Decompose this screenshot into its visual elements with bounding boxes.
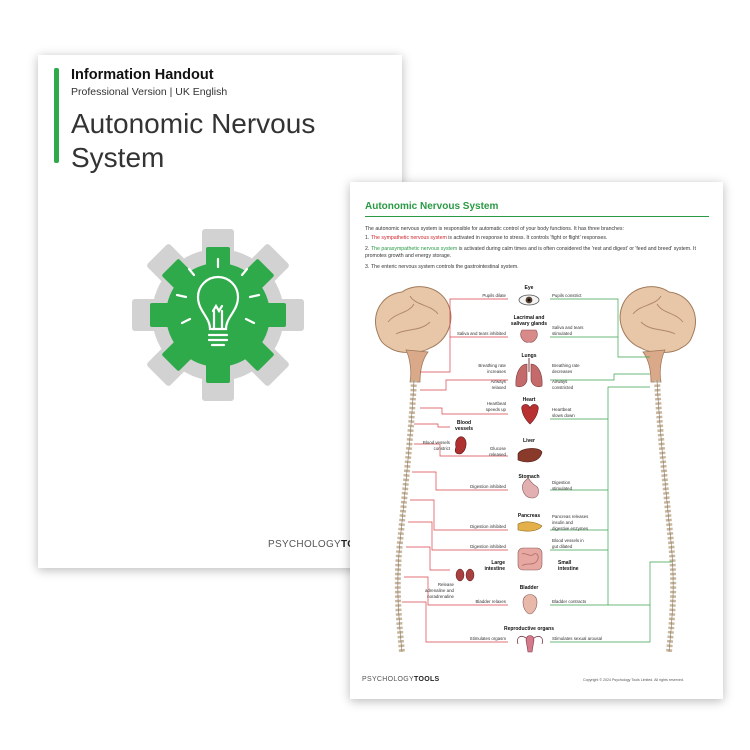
- effect-heartbeat-speeds: Heartbeat: [487, 401, 507, 406]
- organ-label-liver: Liver: [523, 438, 535, 444]
- lightbulb-gear-icon: [132, 229, 304, 401]
- organ-label-large-intestine: Large: [491, 560, 505, 566]
- organ-label-eye: Eye: [525, 285, 534, 291]
- effect-airways-constricted: constricted: [552, 385, 574, 390]
- effect-saliva-stimulated: stimulated: [552, 331, 573, 336]
- stomach-icon: [522, 477, 539, 499]
- blood-vessels-icon: [454, 436, 467, 455]
- handout-title: Autonomic Nervous System: [365, 201, 499, 212]
- title-divider: [365, 216, 709, 217]
- effect-bladder-contracts: Bladder contracts: [552, 599, 587, 604]
- organ-label-large-intestine: intestine: [484, 566, 505, 572]
- branch-item: 2.The parasympathetic nervous system is …: [365, 246, 696, 259]
- brain-spine-right-icon: [619, 286, 697, 653]
- effect-digestion-inhibited: Digestion inhibited: [470, 484, 506, 489]
- brain-spine-left-icon: [374, 286, 452, 653]
- organ-label-pancreas: Pancreas: [518, 513, 540, 519]
- effect-release-adrenaline: Release: [438, 582, 455, 587]
- organ-label-blood-vessels: vessels: [455, 426, 473, 432]
- effect-vessels-constrict: constrict: [434, 446, 451, 451]
- eye-icon: [518, 294, 540, 306]
- organ-label-small-intestine: intestine: [558, 566, 579, 572]
- effect-heartbeat-slows: slows down: [552, 413, 575, 418]
- diagram-handout-page: Autonomic Nervous System The autonomic n…: [350, 182, 723, 699]
- cover-heading: Information Handout: [71, 67, 214, 83]
- adrenal-kidney-icon: [455, 568, 475, 582]
- intro-text: The autonomic nervous system is responsi…: [365, 226, 624, 232]
- lungs-icon: [515, 358, 543, 388]
- psychology-tools-logo: PSYCHOLOGYTOOLS: [362, 676, 440, 683]
- liver-icon: [517, 448, 543, 463]
- effect-airways-constricted: Airways: [552, 379, 568, 384]
- effect-digestion-inhibited: Digestion inhibited: [470, 544, 506, 549]
- organ-label-heart: Heart: [523, 397, 536, 403]
- heart-icon: [521, 404, 539, 425]
- organ-label-stomach: Stomach: [518, 474, 539, 480]
- organ-label-blood-vessels: Blood: [457, 420, 471, 426]
- effect-heartbeat-speeds: speeds up: [486, 407, 507, 412]
- sympathetic-pathways: [402, 298, 508, 643]
- parasympathetic-pathways: [550, 298, 672, 643]
- effect-breathing-decreases: Breathing rate: [552, 363, 580, 368]
- organ-label-reproductive: Reproductive organs: [504, 626, 554, 632]
- bladder-icon: [522, 594, 538, 615]
- organ-label-bladder: Bladder: [520, 585, 539, 591]
- effect-vessels-dilated: Blood vessels in: [552, 538, 584, 543]
- effect-airways-relaxed: relaxed: [492, 385, 507, 390]
- cover-handout-page: Information Handout Professional Version…: [38, 55, 402, 568]
- reproductive-organs-icon: [517, 635, 543, 653]
- effect-breathing-increases: Breathing rate: [478, 363, 506, 368]
- effect-pancreas-releases: Pancreas releases: [552, 514, 589, 519]
- branch-list: 1.The sympathetic nervous system is acti…: [365, 235, 715, 275]
- organ-label-lungs: Lungs: [522, 353, 537, 359]
- pancreas-icon: [517, 521, 543, 532]
- intestine-icon: [517, 547, 543, 571]
- nervous-system-diagram: Eye Lacrimal and salivary glands Lungs H…: [374, 285, 697, 653]
- accent-bar: [54, 68, 59, 163]
- effect-pancreas-releases: digestive enzymes: [552, 526, 589, 531]
- effect-digestion-stimulated: Digestion: [552, 480, 571, 485]
- effect-vessels-constrict: Blood vessels: [423, 440, 451, 445]
- effect-sexual-arousal: Stimulates sexual arousal: [552, 636, 602, 641]
- effect-breathing-decreases: decreases: [552, 369, 573, 374]
- effect-airways-relaxed: Airways: [491, 379, 507, 384]
- organ-label-lacrimal: Lacrimal and: [514, 315, 545, 321]
- effect-digestion-inhibited: Digestion inhibited: [470, 524, 506, 529]
- effect-stimulates-orgasm: Stimulates orgasm: [470, 636, 507, 641]
- effect-release-adrenaline: noradrenaline: [427, 594, 454, 599]
- effect-pupils-constrict: Pupils constrict: [552, 293, 582, 298]
- effect-release-adrenaline: adrenaline and: [425, 588, 455, 593]
- effect-saliva-inhibited: Saliva and tears inhibited: [457, 331, 507, 336]
- cover-title: Autonomic Nervous System: [71, 108, 316, 173]
- organ-label-lacrimal: salivary glands: [511, 321, 547, 327]
- effect-breathing-increases: increases: [487, 369, 507, 374]
- effect-glucose-released: Glucose: [490, 446, 507, 451]
- effect-digestion-stimulated: stimulated: [552, 486, 573, 491]
- effect-saliva-stimulated: Saliva and tears: [552, 325, 584, 330]
- salivary-gland-icon: [520, 329, 538, 343]
- branch-item: 3.The enteric nervous system controls th…: [365, 264, 519, 270]
- effect-pancreas-releases: insulin and: [552, 520, 574, 525]
- branch-item: 1.The sympathetic nervous system is acti…: [365, 235, 608, 241]
- effect-vessels-dilated: gut dilated: [552, 544, 573, 549]
- copyright-text: Copyright © 2024 Psychology Tools Limite…: [583, 678, 684, 682]
- effect-bladder-relaxes: Bladder relaxes: [475, 599, 506, 604]
- effect-pupils-dilate: Pupils dilate: [482, 293, 506, 298]
- effect-glucose-released: released: [489, 452, 506, 457]
- organ-label-small-intestine: Small: [558, 560, 572, 566]
- effect-heartbeat-slows: Heartbeat: [552, 407, 572, 412]
- cover-subheading: Professional Version | UK English: [71, 86, 228, 98]
